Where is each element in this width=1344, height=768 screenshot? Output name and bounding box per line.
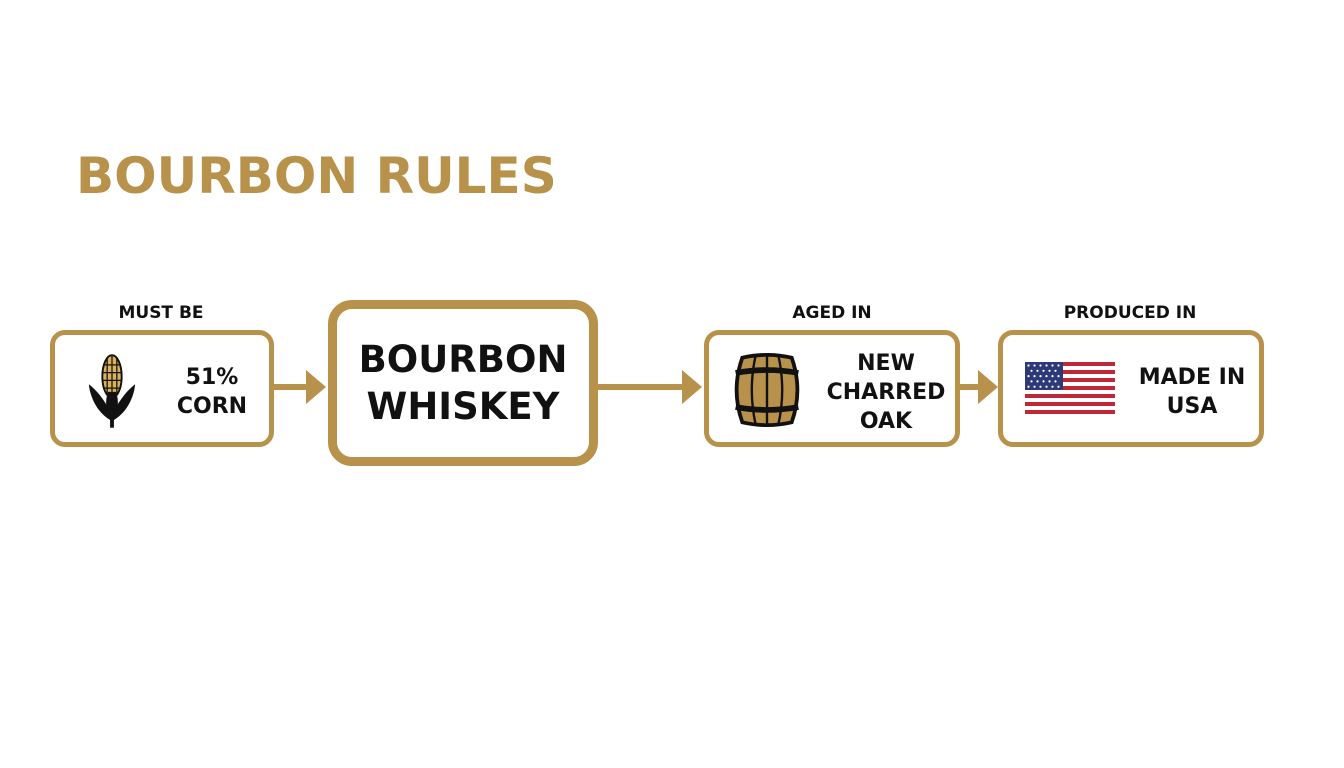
us-flag-icon	[1025, 362, 1115, 414]
flag-star	[1033, 385, 1036, 388]
corn-percent-line: 51%	[185, 365, 239, 390]
flag-star	[1057, 385, 1060, 388]
flag-star	[1051, 364, 1054, 367]
usa-requirement-box: MADE IN USA	[998, 330, 1264, 447]
flag-star	[1048, 369, 1051, 372]
flag-star	[1027, 364, 1030, 367]
flag-star	[1027, 375, 1030, 378]
flag-star	[1036, 380, 1039, 383]
flag-star	[1045, 364, 1048, 367]
flag-star	[1054, 380, 1057, 383]
arrow-corn-to-bourbon	[274, 370, 326, 404]
bourbon-whiskey-text: BOURBON WHISKEY	[359, 336, 568, 430]
flag-star	[1039, 375, 1042, 378]
corn-icon	[88, 354, 136, 428]
bourbon-line: BOURBON	[358, 338, 568, 381]
flag-star	[1027, 385, 1030, 388]
arrow-bourbon-to-oak	[598, 370, 702, 404]
oak-requirement-text: NEW CHARRED OAK	[819, 349, 953, 436]
flag-stripe	[1025, 362, 1115, 366]
caption-aged-in: AGED IN	[792, 303, 872, 323]
flag-star	[1039, 364, 1042, 367]
flag-star	[1033, 375, 1036, 378]
bourbon-whiskey-box: BOURBON WHISKEY	[328, 300, 598, 466]
oak-line: OAK	[859, 409, 913, 434]
flag-star	[1030, 369, 1033, 372]
flag-star	[1045, 375, 1048, 378]
page-title: BOURBON RULES	[76, 147, 557, 205]
whiskey-line: WHISKEY	[366, 385, 560, 428]
barrel-icon	[734, 352, 800, 428]
caption-produced-in: PRODUCED IN	[1063, 303, 1197, 323]
flag-star	[1057, 364, 1060, 367]
charred-line: CHARRED	[826, 380, 946, 405]
flag-stripe	[1025, 370, 1115, 374]
flag-star	[1054, 369, 1057, 372]
flag-star	[1030, 380, 1033, 383]
flag-star	[1039, 385, 1042, 388]
corn-label-line: CORN	[176, 394, 248, 419]
arrow-oak-to-usa	[960, 370, 998, 404]
flag-star	[1033, 364, 1036, 367]
corn-requirement-box: 51% CORN	[50, 330, 274, 447]
flag-star	[1036, 369, 1039, 372]
oak-requirement-box: NEW CHARRED OAK	[704, 330, 960, 447]
made-in-line: MADE IN	[1138, 365, 1246, 390]
flag-star	[1042, 380, 1045, 383]
flag-stripe	[1025, 378, 1115, 382]
flag-star	[1057, 375, 1060, 378]
new-line: NEW	[857, 351, 915, 376]
corn-requirement-text: 51% CORN	[163, 363, 261, 421]
flag-star	[1051, 375, 1054, 378]
usa-requirement-text: MADE IN USA	[1127, 363, 1257, 421]
usa-line: USA	[1166, 394, 1218, 419]
caption-must-be: MUST BE	[118, 303, 204, 323]
flag-stripe	[1025, 410, 1115, 414]
flag-star	[1048, 380, 1051, 383]
flag-star	[1045, 385, 1048, 388]
flag-stripe	[1025, 394, 1115, 398]
flag-star	[1042, 369, 1045, 372]
flag-stripe	[1025, 402, 1115, 406]
flag-stripe	[1025, 386, 1115, 390]
flag-star	[1051, 385, 1054, 388]
